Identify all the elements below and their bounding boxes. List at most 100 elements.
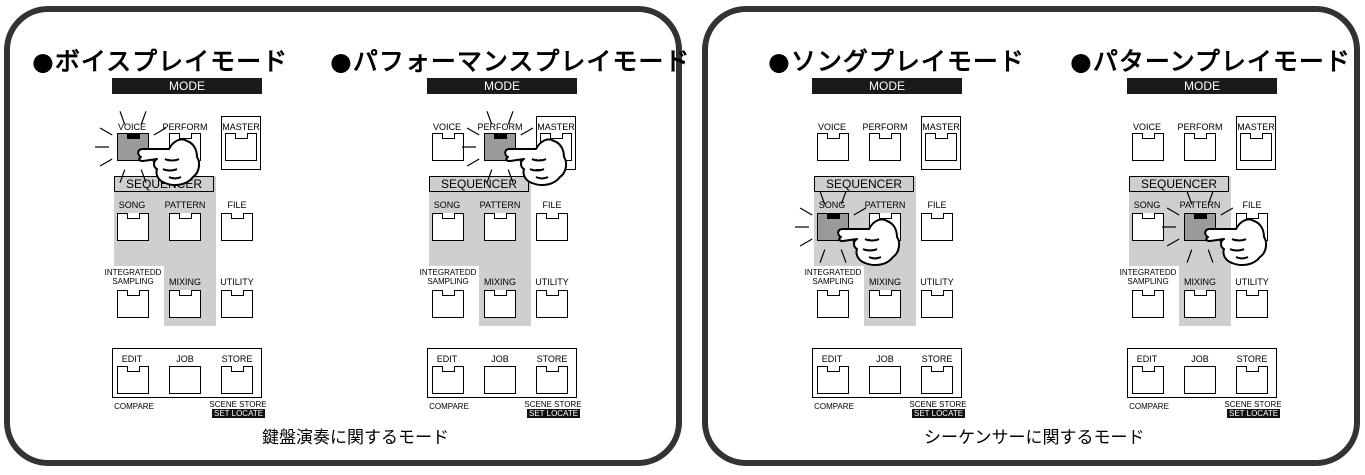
file-button[interactable]	[536, 213, 568, 241]
mode-header: MODE	[427, 78, 577, 94]
master-label: MASTER	[922, 122, 960, 132]
utility-button[interactable]	[1236, 290, 1268, 318]
store-button[interactable]	[221, 366, 253, 394]
perform-button[interactable]	[1184, 133, 1216, 161]
edit-led-indicator	[126, 366, 140, 372]
voice-button[interactable]	[817, 133, 849, 161]
perform-button[interactable]	[484, 133, 516, 161]
set-locate-label: SET LOCATE	[527, 409, 581, 418]
ray-line	[466, 158, 480, 167]
song-button[interactable]	[817, 213, 849, 241]
edit-button[interactable]	[1132, 366, 1164, 394]
pattern-button[interactable]	[484, 213, 516, 241]
mixing-led-indicator	[178, 290, 192, 296]
perform-led-indicator	[878, 133, 892, 139]
store-button[interactable]	[921, 366, 953, 394]
compare-label: COMPARE	[429, 402, 469, 411]
mode-header: MODE	[112, 78, 262, 94]
integrated-led-indicator	[126, 290, 140, 296]
integrated-button[interactable]	[817, 290, 849, 318]
store-led-indicator	[1245, 366, 1259, 372]
song-play-mode-title: ●ソングプレイモード	[768, 47, 1025, 76]
master-label: MASTER	[537, 122, 575, 132]
integrated-button[interactable]	[432, 290, 464, 318]
pattern-button[interactable]	[1184, 213, 1216, 241]
file-button[interactable]	[921, 213, 953, 241]
master-led-indicator	[934, 133, 948, 139]
voice-label: VOICE	[817, 122, 846, 132]
voice-button[interactable]	[1132, 133, 1164, 161]
integrated-button[interactable]	[117, 290, 149, 318]
sampling-label: SAMPLING	[112, 277, 154, 286]
ray-line	[152, 160, 165, 170]
file-led-indicator	[1245, 213, 1259, 219]
song-led-indicator	[126, 213, 140, 219]
song-led-indicator	[826, 213, 840, 219]
keyboard-modes-panel: ●ボイスプレイモード ●パフォーマンスプレイモード 鍵盤演奏に関するモード	[4, 6, 689, 466]
perform-button[interactable]	[869, 133, 901, 161]
sequencer-label: SEQUENCER	[429, 176, 529, 192]
store-led-indicator	[930, 366, 944, 372]
mixing-button[interactable]	[169, 290, 201, 318]
voice-led-indicator	[441, 133, 455, 139]
store-label: STORE	[921, 354, 953, 364]
edit-led-indicator	[441, 366, 455, 372]
song-led-indicator	[1141, 213, 1155, 219]
sampling-label: SAMPLING	[812, 277, 854, 286]
song-button[interactable]	[1132, 213, 1164, 241]
song-label: SONG	[818, 200, 846, 210]
song-button[interactable]	[432, 213, 464, 241]
utility-led-indicator	[230, 290, 244, 296]
job-button[interactable]	[1184, 366, 1216, 394]
pattern-led-indicator	[493, 213, 507, 219]
utility-button[interactable]	[221, 290, 253, 318]
mixing-button[interactable]	[869, 290, 901, 318]
file-button[interactable]	[221, 213, 253, 241]
pattern-label: PATTERN	[1179, 200, 1221, 210]
mixing-button[interactable]	[484, 290, 516, 318]
file-button[interactable]	[1236, 213, 1268, 241]
pattern-button[interactable]	[169, 213, 201, 241]
job-button[interactable]	[869, 366, 901, 394]
master-button[interactable]	[925, 133, 957, 161]
edit-job-store-frame	[427, 348, 577, 398]
master-button[interactable]	[540, 133, 572, 161]
utility-label: UTILITY	[1235, 277, 1269, 287]
pattern-led-indicator	[178, 213, 192, 219]
integrated-led-indicator	[826, 290, 840, 296]
store-label: STORE	[536, 354, 568, 364]
voice-button[interactable]	[117, 133, 149, 161]
utility-led-indicator	[1245, 290, 1259, 296]
edit-label: EDIT	[1136, 354, 1158, 364]
edit-led-indicator	[1141, 366, 1155, 372]
job-button[interactable]	[169, 366, 201, 394]
edit-button[interactable]	[432, 366, 464, 394]
utility-button[interactable]	[536, 290, 568, 318]
master-button[interactable]	[225, 133, 257, 161]
job-button[interactable]	[484, 366, 516, 394]
store-button[interactable]	[536, 366, 568, 394]
compare-label: COMPARE	[114, 402, 154, 411]
file-led-indicator	[230, 213, 244, 219]
scene-store-label: SCENE STORE	[1224, 400, 1282, 409]
integrated-button[interactable]	[1132, 290, 1164, 318]
mixing-label: MIXING	[868, 277, 901, 287]
edit-button[interactable]	[817, 366, 849, 394]
ray-line	[519, 160, 532, 170]
scene-store-label: SCENE STORE	[909, 400, 967, 409]
integrated-led-indicator	[1141, 290, 1155, 296]
voice-button[interactable]	[432, 133, 464, 161]
pattern-button[interactable]	[869, 213, 901, 241]
store-button[interactable]	[1236, 366, 1268, 394]
store-label: STORE	[221, 354, 253, 364]
integrated-label: INTEGRATEDD	[804, 268, 862, 277]
mixing-button[interactable]	[1184, 290, 1216, 318]
song-button[interactable]	[117, 213, 149, 241]
master-button[interactable]	[1240, 133, 1272, 161]
pattern-play-mode-title: ●パターンプレイモード	[1070, 47, 1351, 76]
utility-button[interactable]	[921, 290, 953, 318]
perform-button[interactable]	[169, 133, 201, 161]
edit-button[interactable]	[117, 366, 149, 394]
